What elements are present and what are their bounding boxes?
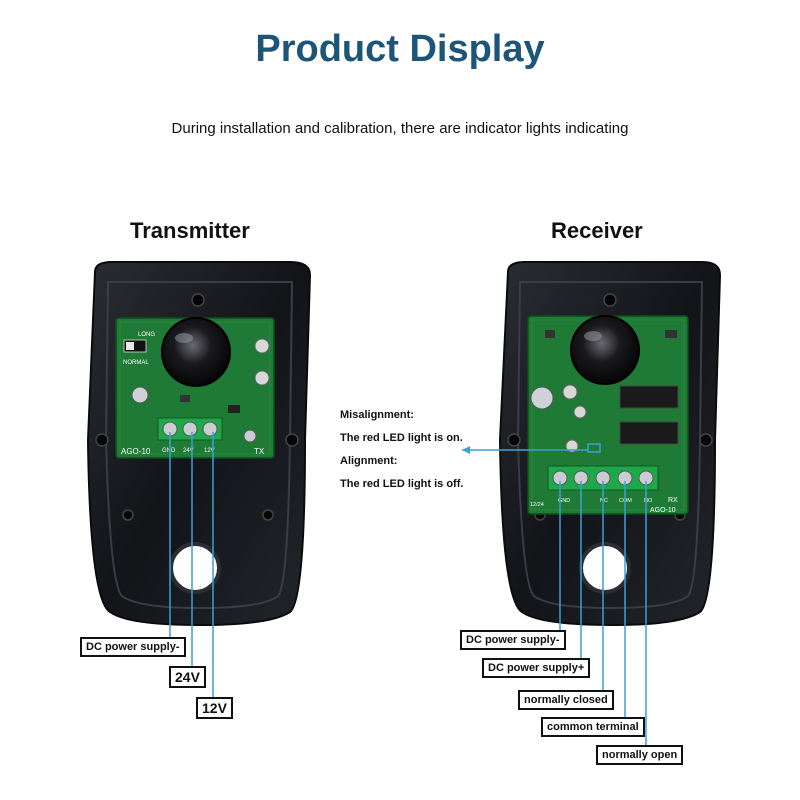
screw-hole bbox=[191, 293, 205, 307]
capacitor bbox=[530, 386, 554, 410]
chip bbox=[545, 330, 555, 338]
chip bbox=[180, 395, 190, 402]
terminal-screw bbox=[202, 421, 218, 437]
transmitter-heading: Transmitter bbox=[130, 218, 250, 243]
page-title: Product Display bbox=[255, 28, 545, 70]
cable-hole bbox=[579, 542, 631, 594]
screw-hole bbox=[285, 433, 299, 447]
misalignment-label: Misalignment: bbox=[340, 409, 414, 421]
rx-callout-normally-open: normally open bbox=[596, 745, 684, 765]
chip bbox=[665, 330, 677, 338]
capacitor bbox=[131, 386, 149, 404]
rx-terminal-label-supply: 12/24 bbox=[530, 502, 544, 508]
transmitter-lens bbox=[161, 317, 231, 387]
led bbox=[562, 384, 578, 400]
mounting-screw bbox=[243, 429, 257, 443]
rx-callout-normally-closed: normally closed bbox=[518, 690, 614, 710]
screw-hole bbox=[699, 433, 713, 447]
tx-pointer-lines bbox=[169, 432, 214, 703]
red-indicator-led bbox=[565, 439, 579, 453]
receiver-unit: 12/24 GND NC COM NO RX AGO-10 bbox=[462, 261, 722, 755]
tx-switch-label-long: LONG bbox=[138, 332, 155, 338]
screw-hole bbox=[95, 433, 109, 447]
relay bbox=[619, 385, 679, 409]
status-led-marker bbox=[587, 443, 601, 453]
receiver-inner-rim bbox=[516, 281, 704, 610]
tx-terminal-label-gnd: GND bbox=[162, 448, 176, 454]
alignment-label: Alignment: bbox=[340, 455, 398, 467]
tx-board-id: TX bbox=[254, 447, 265, 456]
screw-hole bbox=[507, 433, 521, 447]
transmitter-inner-rim bbox=[104, 281, 294, 610]
transmitter-unit: LONG NORMAL AGO-10 GND 24V 12V TX bbox=[86, 261, 312, 703]
tx-callout-24v: 24V bbox=[169, 666, 206, 688]
rx-pointer-lines bbox=[462, 446, 647, 755]
rx-terminal-label-gnd: GND bbox=[558, 498, 570, 504]
page-subtitle: During installation and calibration, the… bbox=[171, 120, 629, 137]
led bbox=[573, 405, 587, 419]
terminal-screw bbox=[182, 421, 198, 437]
receiver-lens bbox=[570, 315, 640, 385]
relay bbox=[619, 421, 679, 445]
led bbox=[254, 338, 270, 354]
tx-board-model: AGO-10 bbox=[121, 447, 151, 456]
tx-callout-dc-minus: DC power supply- bbox=[80, 637, 186, 657]
rx-terminal-label-no: NO bbox=[644, 498, 653, 504]
tx-terminal-label-12v: 12V bbox=[204, 448, 215, 454]
chip bbox=[228, 405, 240, 413]
cable-hole bbox=[169, 542, 221, 594]
alignment-text: The red LED light is off. bbox=[340, 478, 464, 490]
rx-callout-common-terminal: common terminal bbox=[541, 717, 645, 737]
rx-callout-dc-plus: DC power supply+ bbox=[482, 658, 591, 678]
misalignment-text: The red LED light is on. bbox=[340, 432, 463, 444]
receiver-heading: Receiver bbox=[551, 218, 643, 243]
screw-hole bbox=[603, 293, 617, 307]
rx-board-model: AGO-10 bbox=[650, 507, 676, 514]
screw-hole bbox=[122, 509, 134, 521]
tx-switch-label-normal: NORMAL bbox=[123, 360, 149, 366]
led bbox=[254, 370, 270, 386]
screw-hole bbox=[262, 509, 274, 521]
rx-callout-dc-minus: DC power supply- bbox=[460, 630, 566, 650]
rx-terminal-label-nc: NC bbox=[600, 498, 608, 504]
rx-board-id: RX bbox=[668, 497, 678, 504]
tx-callout-12v: 12V bbox=[196, 697, 233, 719]
tx-terminal-label-24v: 24V bbox=[183, 448, 194, 454]
